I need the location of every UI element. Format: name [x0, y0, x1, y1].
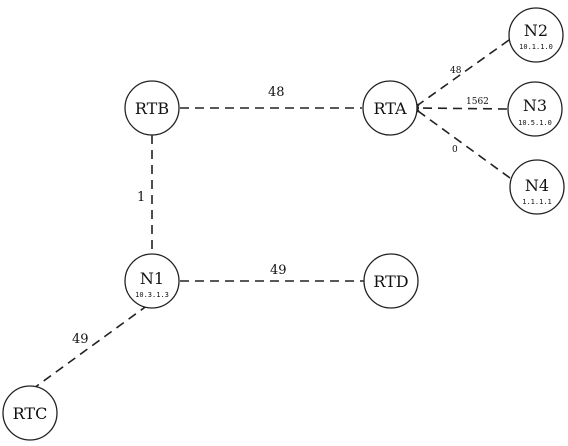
link-n4-rta [418, 111, 511, 179]
network-node-n3: N3 10.5.1.0 [507, 81, 563, 137]
node-label-rtd: RTD [373, 272, 408, 291]
router-node-rtd: RTD [363, 253, 419, 309]
node-label-rta: RTA [373, 99, 407, 118]
router-node-rtb: RTB [124, 80, 180, 136]
node-label-rtb: RTB [135, 99, 169, 118]
link-n3-rta [418, 108, 508, 109]
cost-label-rta-n3: 1562 [466, 97, 489, 107]
node-address-n3: 10.5.1.0 [518, 119, 552, 127]
node-label-rtc: RTC [13, 404, 48, 423]
router-node-rta: RTA [362, 80, 418, 136]
node-address-n4: 1.1.1.1 [522, 198, 552, 206]
network-node-n4: N4 1.1.1.1 [509, 159, 565, 215]
network-node-n1: N1 10.3.1.3 [124, 253, 180, 309]
node-address-n2: 10.1.1.0 [519, 43, 553, 51]
cost-label-n1-rtd: 49 [270, 263, 287, 278]
node-label-n3: N3 [523, 96, 547, 115]
link-n2-rta [418, 39, 510, 105]
cost-label-rtb-n1: 1 [137, 190, 145, 205]
cost-label-n1-rtc: 49 [72, 332, 89, 347]
network-node-n2: N2 10.1.1.0 [508, 7, 564, 63]
cost-label-rtb-rta: 48 [268, 85, 285, 100]
node-label-n4: N4 [525, 176, 549, 195]
cost-label-rta-n4: 0 [452, 145, 458, 155]
node-address-n1: 10.3.1.3 [135, 291, 169, 299]
node-label-n2: N2 [524, 21, 548, 40]
cost-label-rta-n2: 48 [450, 66, 462, 76]
router-node-rtc: RTC [2, 385, 58, 441]
link-n1-rtc [33, 304, 149, 389]
node-label-n1: N1 [140, 269, 164, 288]
